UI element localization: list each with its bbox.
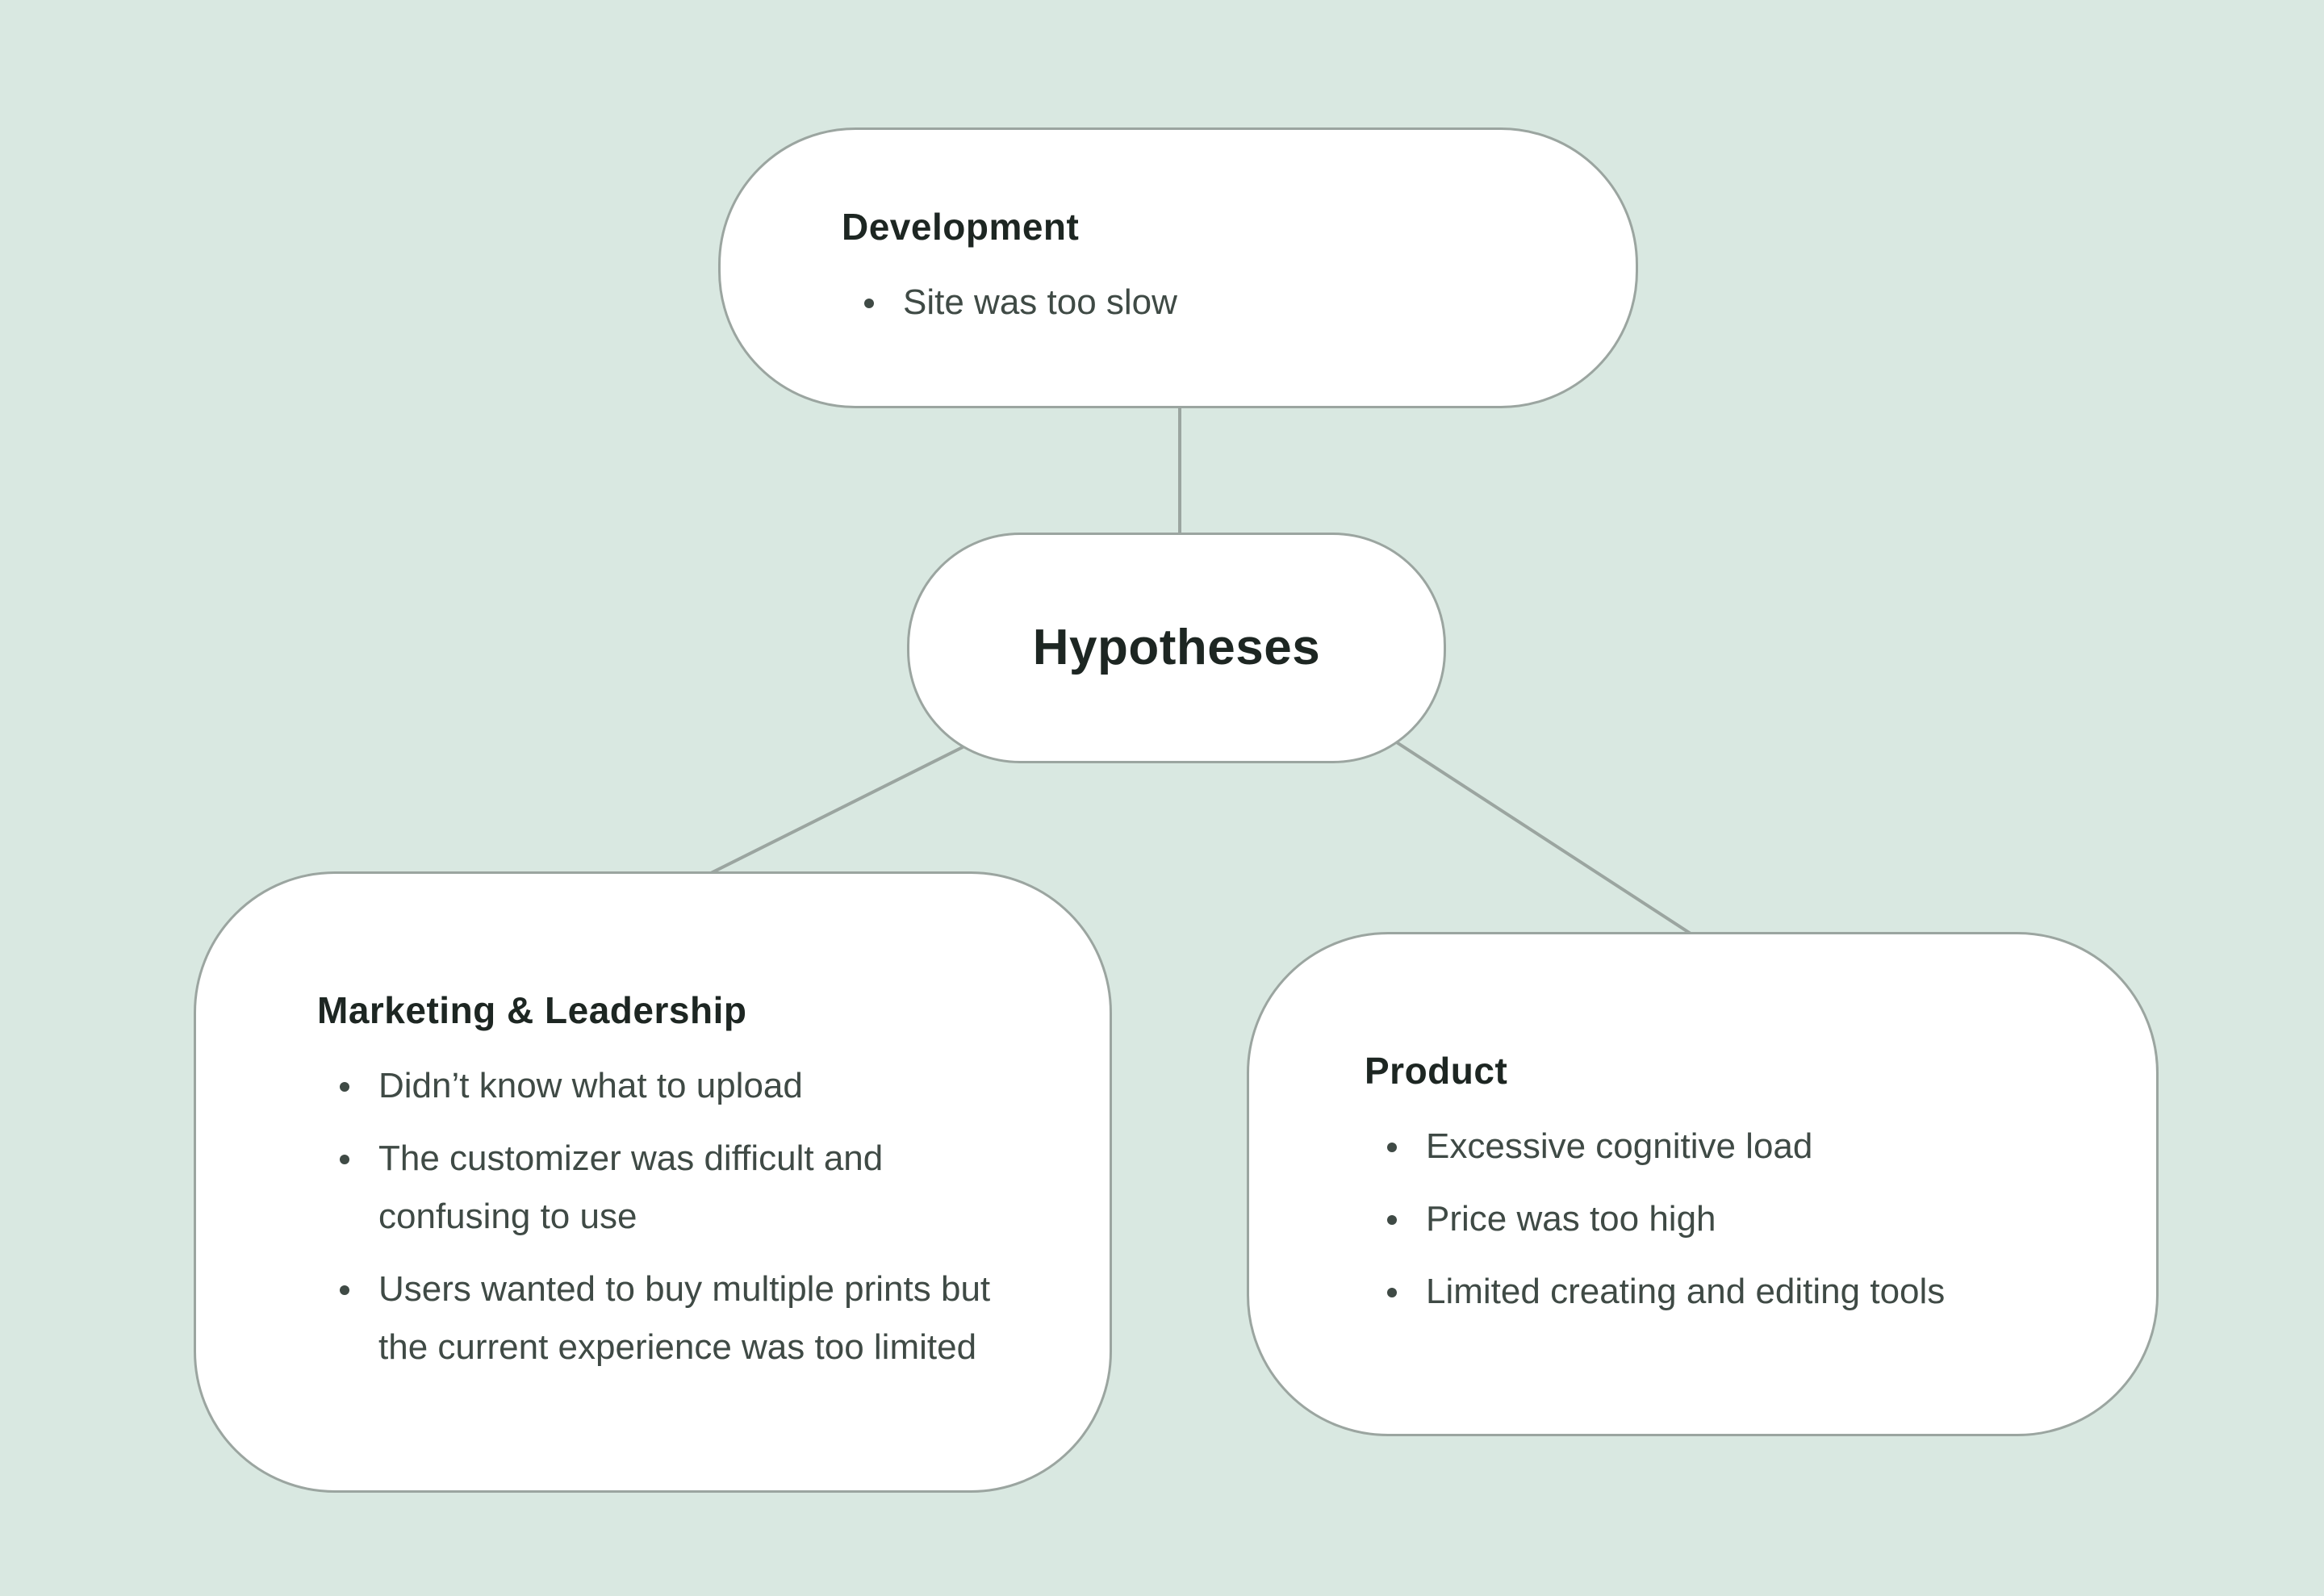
- bullet-item: The customizer was difficult and confusi…: [317, 1130, 1037, 1246]
- node-development[interactable]: Development Site was too slow: [718, 127, 1638, 408]
- node-hypotheses[interactable]: Hypotheses: [907, 533, 1446, 763]
- node-marketing-title: Marketing & Leadership: [317, 989, 747, 1031]
- bullet-text: Price was too high: [1426, 1198, 1716, 1239]
- bullet-text: Excessive cognitive load: [1426, 1126, 1813, 1166]
- connector-hypotheses-product: [1370, 725, 1708, 946]
- bullet-text: Site was too slow: [903, 282, 1177, 322]
- bullet-item: Excessive cognitive load: [1365, 1118, 2084, 1176]
- bullet-text: Didn’t know what to upload: [378, 1066, 803, 1105]
- bullet-item: Site was too slow: [842, 274, 1539, 332]
- bullet-dot-icon: [1387, 1287, 1397, 1297]
- bullet-dot-icon: [1387, 1214, 1397, 1225]
- bullet-item: Limited creating and editing tools: [1365, 1263, 2084, 1321]
- bullet-text: Users wanted to buy multiple prints but …: [378, 1269, 991, 1367]
- bullet-dot-icon: [1387, 1142, 1397, 1152]
- bullet-dot-icon: [340, 1285, 349, 1295]
- bullet-item: Price was too high: [1365, 1190, 2084, 1248]
- bullet-text: Limited creating and editing tools: [1426, 1271, 1946, 1311]
- bullet-dot-icon: [340, 1082, 349, 1092]
- node-hypotheses-title: Hypotheses: [1032, 620, 1321, 675]
- node-development-bullets: Site was too slow: [842, 274, 1539, 332]
- bullet-text: The customizer was difficult and confusi…: [378, 1139, 884, 1236]
- bullet-item: Users wanted to buy multiple prints but …: [317, 1260, 1037, 1377]
- node-development-title: Development: [842, 206, 1080, 248]
- node-product-title: Product: [1365, 1049, 1508, 1092]
- bullet-dot-icon: [340, 1155, 349, 1164]
- connector-hypotheses-marketing: [681, 729, 997, 889]
- bullet-dot-icon: [864, 299, 874, 308]
- node-marketing-leadership[interactable]: Marketing & Leadership Didn’t know what …: [194, 871, 1112, 1493]
- bullet-item: Didn’t know what to upload: [317, 1057, 1037, 1115]
